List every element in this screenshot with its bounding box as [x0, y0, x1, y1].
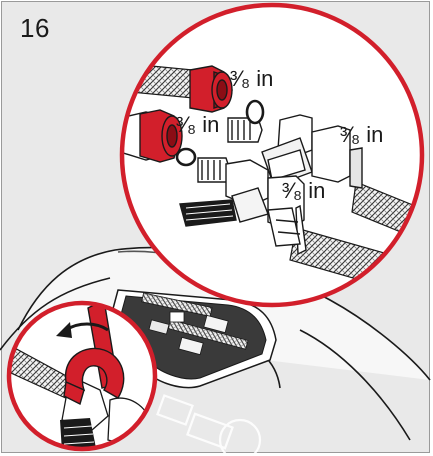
red-nut-left [122, 109, 183, 163]
shutoff-valve-lower [179, 157, 307, 256]
wrench-icon [63, 303, 125, 406]
size-label-top: ³⁄₈ in [230, 66, 273, 91]
size-label-lower: ³⁄₈ in [282, 178, 325, 203]
shutoff-valve-upper [227, 114, 363, 189]
magnifier-small [6, 300, 158, 452]
magnifier-ring [119, 2, 425, 308]
washer-upper [245, 99, 265, 125]
size-label-left: ³⁄₈ in [176, 112, 219, 137]
red-nut-upper [189, 65, 233, 113]
background-fittings [156, 394, 262, 456]
washer-left [175, 147, 197, 167]
magnifier-small-ring [6, 300, 158, 452]
step-number: 16 [20, 13, 50, 43]
size-label-right: ³⁄₈ in [340, 122, 383, 147]
